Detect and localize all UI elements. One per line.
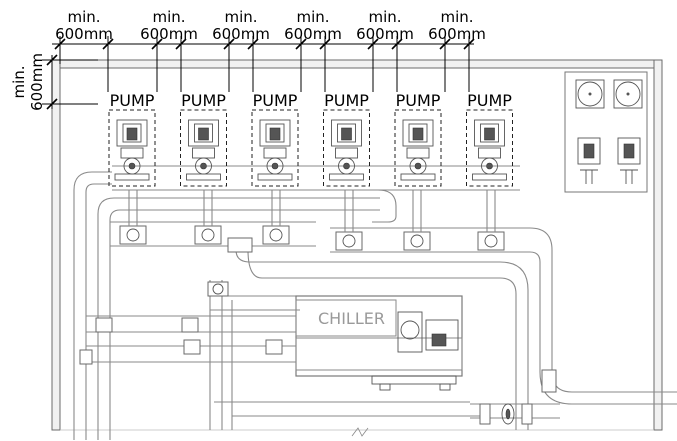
dim-label-line1: min.: [224, 8, 257, 26]
chiller-compressor: [397, 311, 423, 353]
control-panel: [564, 71, 648, 193]
pump-body: [472, 119, 507, 181]
dim-label-line1: min.: [67, 8, 100, 26]
dimension-2: min.600mm: [140, 8, 198, 92]
dimension-1: min.600mm: [54, 8, 114, 92]
dimension-4: min.600mm: [284, 8, 342, 92]
pump-body: [400, 119, 436, 181]
pump-clearance-zone: [323, 109, 370, 187]
wall-left: [51, 59, 61, 431]
panel-device-right: [617, 137, 641, 184]
chiller-shell-lower: [295, 337, 463, 371]
top-dimensions: min.600mmmin.600mmmin.600mmmin.600mmmin.…: [52, 8, 486, 92]
pump-4: PUMP: [323, 91, 370, 187]
break-line-symbol: [351, 427, 369, 437]
dim-label-line2: 600mm: [55, 25, 113, 43]
dimension-6: min.600mm: [428, 8, 486, 92]
pump-body: [329, 119, 364, 181]
pump-group: PUMP PUMP PUMP PUMP PUMP PUMP: [108, 91, 513, 187]
dim-label-line1: min.: [296, 8, 329, 26]
chiller-unit: CHILLER: [295, 295, 463, 391]
pump-body: [257, 119, 293, 181]
pump-clearance-zone: [466, 109, 513, 187]
wall-right: [653, 59, 663, 431]
dimension-5: min.600mm: [356, 8, 414, 92]
dim-label-line1: min.: [440, 8, 473, 26]
pump-clearance-zone: [251, 109, 299, 187]
chiller-shell-upper: [295, 299, 397, 337]
dim-label-line2: 600mm: [212, 25, 270, 43]
pump-clearance-zone: [108, 109, 156, 187]
pump-6: PUMP: [466, 91, 513, 187]
dim-label-line1: min.: [152, 8, 185, 26]
pipe-mid-horizontal: [235, 249, 529, 430]
pump-label: PUMP: [253, 91, 298, 110]
side-dim-label-line1: min.: [10, 65, 28, 98]
dimension-3: min.600mm: [212, 8, 270, 92]
pump-label: PUMP: [324, 91, 369, 110]
pump-5: PUMP: [394, 91, 442, 187]
pump-body: [186, 119, 221, 181]
dim-label-line2: 600mm: [356, 25, 414, 43]
gauge-right: [613, 79, 643, 109]
side-dimension: min. 600mm: [10, 53, 98, 111]
wall-top: [51, 59, 663, 69]
pipe-left-riser: [73, 171, 112, 440]
pump-2: PUMP: [180, 91, 227, 187]
pump-label: PUMP: [181, 91, 226, 110]
chiller-label: CHILLER: [318, 309, 385, 328]
pump-label: PUMP: [396, 91, 441, 110]
pump-body: [114, 119, 150, 181]
pump-label: PUMP: [467, 91, 512, 110]
side-dim-label-line2: 600mm: [28, 53, 46, 111]
room-walls: [51, 59, 663, 437]
panel-device-left: [577, 137, 601, 184]
pump-label: PUMP: [110, 91, 155, 110]
dim-label-line2: 600mm: [428, 25, 486, 43]
dim-label-line2: 600mm: [140, 25, 198, 43]
pump-1: PUMP: [108, 91, 156, 187]
piping-network: [73, 165, 677, 440]
pump-3: PUMP: [251, 91, 299, 187]
gauge-left: [575, 79, 605, 109]
pump-clearance-zone: [394, 109, 442, 187]
valves-and-flanges: [79, 190, 557, 425]
pump-clearance-zone: [180, 109, 227, 187]
dim-label-line1: min.: [368, 8, 401, 26]
pipe-second-riser: [97, 197, 380, 440]
dim-label-line2: 600mm: [284, 25, 342, 43]
